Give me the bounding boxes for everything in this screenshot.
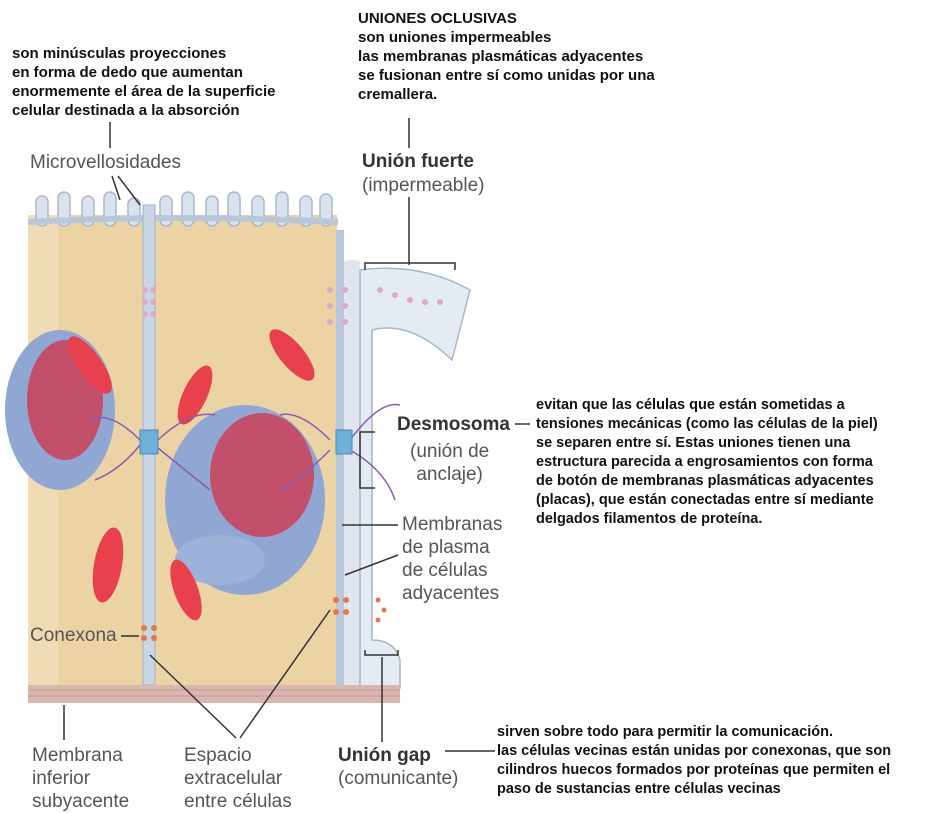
label-union-fuerte: Unión fuerte	[362, 150, 474, 173]
tight-junction-note: UNIONES OCLUSIVAS son uniones impermeabl…	[358, 9, 655, 104]
desmosome-plaque-left	[140, 430, 158, 454]
label-microvellosidades: Microvellosidades	[30, 151, 181, 174]
label-membrana-inferior: Membrana inferior subyacente	[32, 744, 129, 813]
label-conexona: Conexona	[30, 624, 117, 647]
label-membranas: Membranas de plasma de células adyacente…	[402, 513, 502, 605]
label-espacio: Espacio extracelular entre células	[184, 744, 292, 813]
gap-junction-note: sirven sobre todo para permitir la comun…	[497, 723, 891, 799]
label-anclaje: (unión de anclaje)	[410, 440, 489, 486]
label-comunicante: (comunicante)	[338, 767, 458, 790]
desmosome-note: evitan que las células que están sometid…	[536, 396, 878, 529]
microvilli-note: son minúsculas proyecciones en forma de …	[12, 44, 275, 120]
nucleus-middle	[165, 405, 325, 595]
nucleus-left	[5, 330, 115, 490]
label-union-gap: Unión gap	[338, 744, 431, 767]
label-desmosoma: Desmosoma	[397, 413, 510, 436]
basement-membrane	[28, 685, 400, 703]
desmosome-plaque-right	[336, 430, 352, 454]
label-impermeable: (impermeable)	[362, 174, 484, 197]
